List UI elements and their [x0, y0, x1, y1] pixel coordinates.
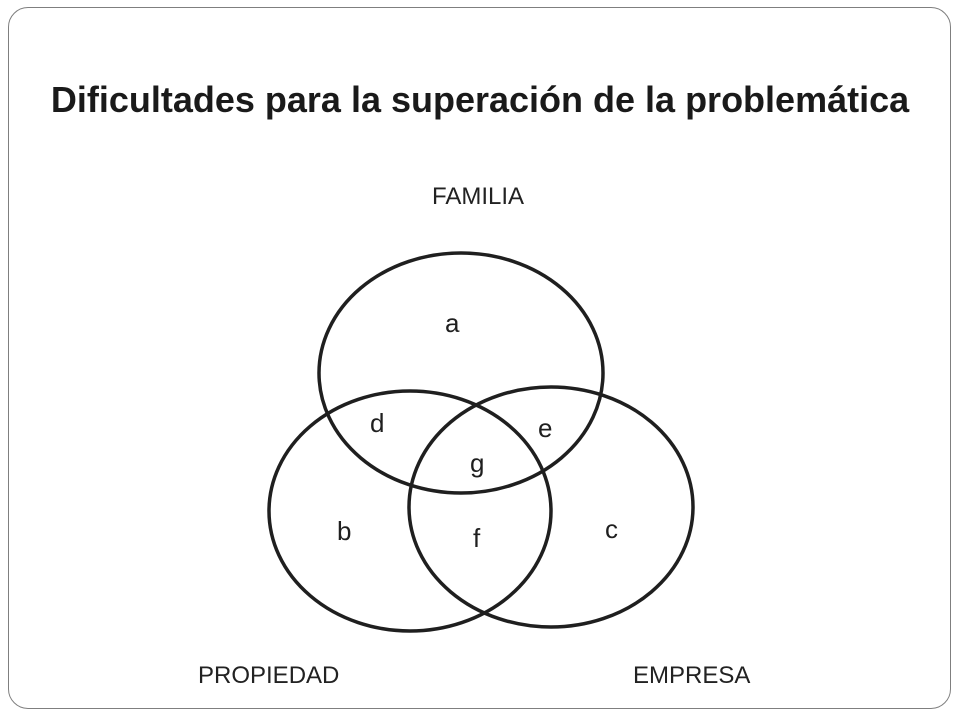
set-label-empresa: EMPRESA	[633, 662, 750, 689]
region-label-e: e	[538, 413, 552, 443]
region-label-g: g	[470, 448, 484, 478]
set-label-propiedad: PROPIEDAD	[198, 662, 339, 689]
set-label-familia: FAMILIA	[432, 183, 524, 210]
slide-title: Dificultades para la superación de la pr…	[50, 79, 910, 120]
slide-frame	[8, 7, 951, 709]
region-label-f: f	[473, 523, 481, 553]
familia-circle	[317, 251, 605, 495]
region-label-b: b	[337, 516, 351, 546]
region-label-d: d	[370, 408, 384, 438]
region-label-c: c	[605, 514, 618, 544]
propiedad-circle	[267, 389, 553, 633]
region-label-a: a	[445, 308, 460, 338]
empresa-circle	[407, 385, 695, 629]
